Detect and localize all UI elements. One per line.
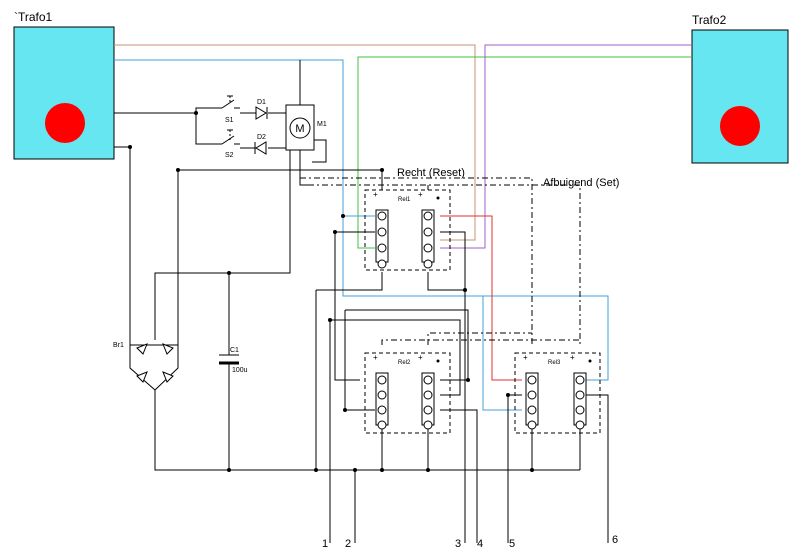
rel3-plus-a: +: [523, 353, 528, 362]
switch-s1: S1: [222, 96, 240, 124]
rel3-label: Rel3: [548, 360, 561, 366]
terminal-5: 5: [509, 538, 515, 550]
rel2-label: Rel2: [398, 360, 411, 366]
junction-dots: [128, 111, 534, 472]
colored-wires: [114, 45, 692, 410]
m1-label: M1: [317, 121, 327, 128]
rel2-plus-b: +: [418, 353, 423, 362]
trafo2: Trafo2: [692, 13, 788, 163]
s1-label: S1: [225, 117, 234, 124]
wire-purple: [440, 45, 692, 248]
br1-label: Br1: [113, 342, 124, 349]
d2-label: D2: [257, 134, 266, 141]
trafo1-label: `Trafo1: [14, 10, 53, 24]
reset-label: Recht (Reset): [397, 167, 465, 179]
rel2-plus-a: +: [373, 353, 378, 362]
motor-m1: M M1: [286, 105, 327, 150]
terminal-labels: 1 2 3 4 5 6: [322, 534, 618, 550]
terminal-2: 2: [345, 538, 351, 550]
relay-rel1: Rel1 + +: [365, 190, 450, 270]
rel3-plus-b: +: [570, 353, 575, 362]
bridge-rectifier: Br1: [105, 320, 178, 390]
wire-blue: [114, 60, 608, 380]
terminal-1: 1: [322, 538, 328, 550]
c1-value: 100u: [232, 367, 248, 374]
trafo2-label: Trafo2: [692, 13, 727, 27]
c1-label: C1: [230, 347, 239, 354]
d1-label: D1: [257, 99, 266, 106]
terminal-3: 3: [455, 538, 461, 550]
relay-rel2: Rel2 + +: [365, 353, 450, 433]
trafo2-indicator: [720, 106, 760, 146]
rel1-plus-a: +: [373, 190, 378, 199]
terminal-6: 6: [612, 534, 618, 546]
terminal-4: 4: [477, 538, 483, 550]
trafo1-indicator: [45, 103, 85, 143]
wire-red: [440, 216, 522, 380]
trafo1: `Trafo1: [14, 10, 114, 159]
wire-green: [358, 57, 692, 248]
set-label: Afbuigend (Set): [543, 177, 619, 189]
rel1-label: Rel1: [398, 197, 411, 203]
s2-label: S2: [225, 152, 234, 159]
diode-d2: D2: [255, 134, 266, 154]
diode-d1: D1: [256, 99, 267, 119]
rel1-plus-b: +: [418, 190, 423, 199]
relay-rel3: Rel3 + +: [515, 353, 600, 433]
switch-s2: S2: [222, 130, 240, 159]
motor-symbol: M: [295, 123, 304, 135]
